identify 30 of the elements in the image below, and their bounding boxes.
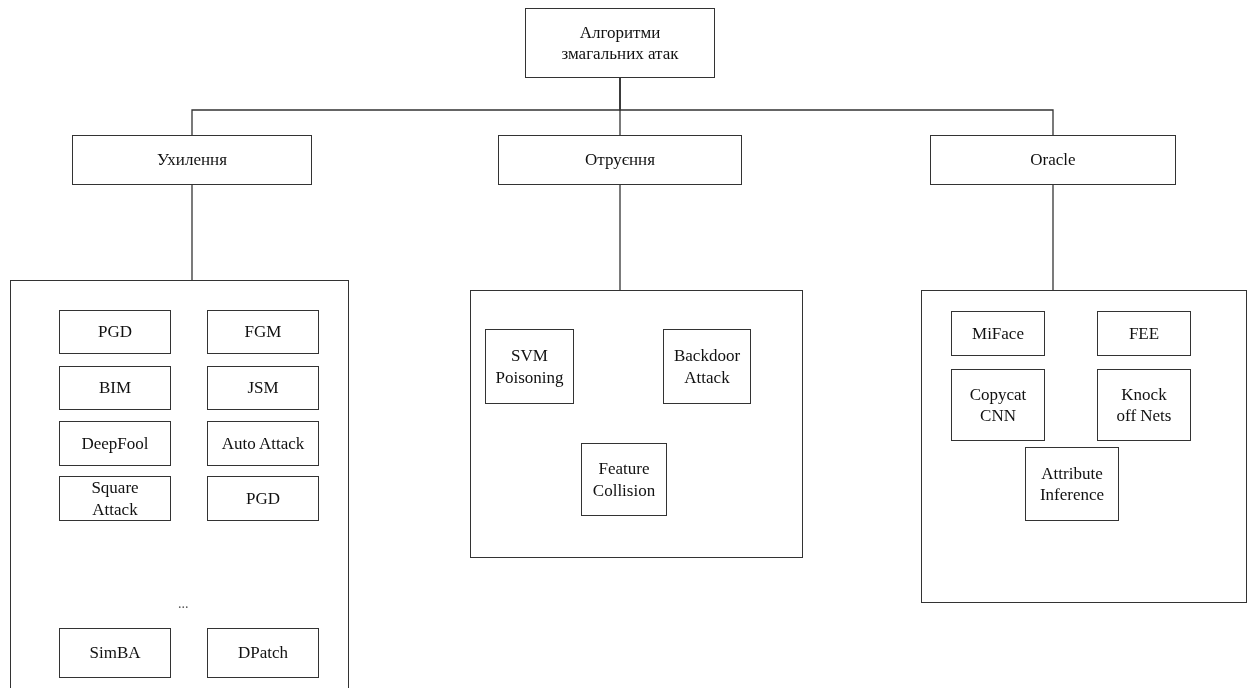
category-box: Алгоритми змагальних атак [525, 8, 715, 78]
method-box: DeepFool [59, 421, 171, 466]
method-box: Feature Collision [581, 443, 667, 516]
method-box: Attribute Inference [1025, 447, 1119, 521]
connector-line [1052, 184, 1054, 291]
method-box: Knock off Nets [1097, 369, 1191, 441]
method-box: MiFace [951, 311, 1045, 356]
category-box: Ухилення [72, 135, 312, 185]
category-box: Отруєння [498, 135, 742, 185]
method-box: DPatch [207, 628, 319, 678]
method-box: BIM [59, 366, 171, 410]
group-box [470, 290, 803, 558]
group-box [921, 290, 1247, 603]
method-box: PGD [59, 310, 171, 354]
category-box: Oracle [930, 135, 1176, 185]
method-box: JSM [207, 366, 319, 410]
method-box: SVM Poisoning [485, 329, 574, 404]
group-box [10, 280, 349, 688]
method-box: FGM [207, 310, 319, 354]
connector-line [619, 184, 621, 291]
connector-line [191, 184, 193, 281]
method-box: Backdoor Attack [663, 329, 751, 404]
method-box: PGD [207, 476, 319, 521]
method-box: FEE [1097, 311, 1191, 356]
ellipsis-text: ... [178, 596, 189, 612]
method-box: Square Attack [59, 476, 171, 521]
method-box: SimBA [59, 628, 171, 678]
method-box: Copycat CNN [951, 369, 1045, 441]
method-box: Auto Attack [207, 421, 319, 466]
connector-line [619, 77, 1054, 136]
